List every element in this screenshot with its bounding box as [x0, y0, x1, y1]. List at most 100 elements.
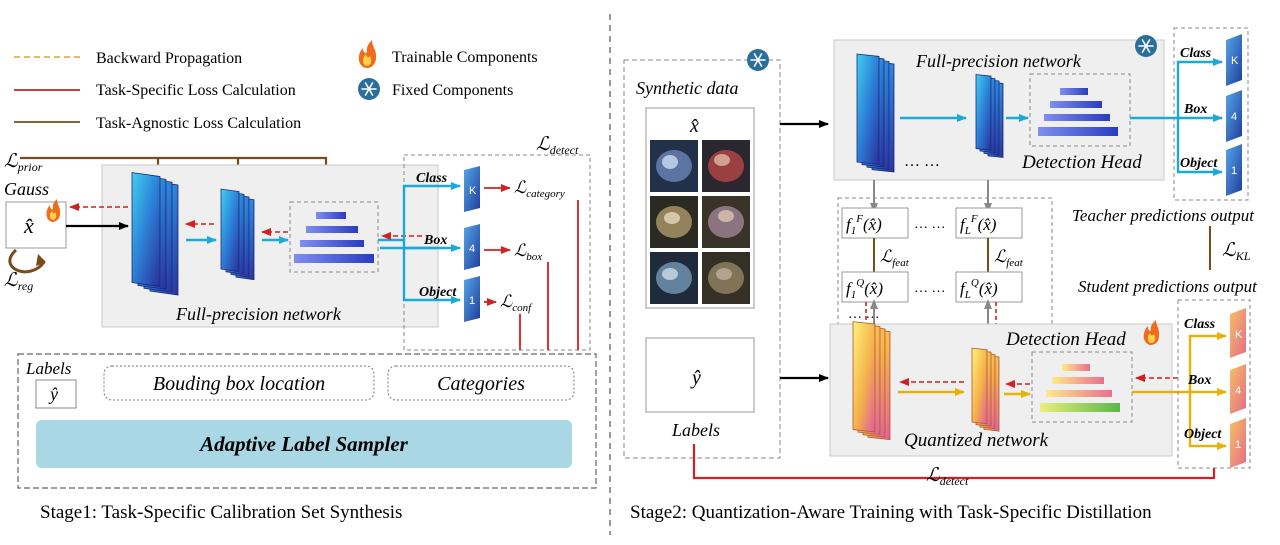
synthetic-data-label: Synthetic data [636, 78, 738, 98]
feature-f1F: f1F(x̂) [846, 213, 882, 237]
svg-text:K: K [469, 185, 477, 197]
branch-object [402, 248, 461, 304]
feature-dots-bottom: … … [914, 281, 946, 296]
stage2-data-column [623, 59, 781, 459]
stage2-detect-loss-line [692, 444, 1216, 480]
svg-text:1: 1 [1235, 439, 1241, 451]
student-conv-stack-large [852, 321, 891, 440]
stage2-loss-detect: ℒdetect [926, 465, 969, 488]
stage1-gauss-label: Gauss [4, 179, 49, 199]
svg-text:4: 4 [1231, 111, 1237, 123]
snowflake-icon [747, 49, 769, 71]
teacher-branch-class [1176, 58, 1223, 118]
teacher-head-class-label: Class [1180, 46, 1212, 61]
reg-loop-arrow [8, 248, 46, 274]
stage1-labels-y-box [35, 379, 77, 409]
feature-fLQ: fLQ(x̂) [960, 277, 998, 301]
teacher-dots: … … [904, 153, 940, 170]
stage1-badge-object: 1 [464, 276, 480, 322]
stage1-head-class-label: Class [416, 171, 448, 186]
feature-fLQ-box [955, 271, 1023, 303]
student-branch-object [1188, 392, 1227, 450]
stage1-network-label: Full-precision network [175, 304, 342, 324]
legend-backward-label: Backward Propagation [96, 50, 242, 67]
stage1: ℒprior Gauss x̂ ℒreg [4, 134, 597, 523]
stage1-conv-stack-large [131, 172, 179, 296]
bbox-location-label: Bouding box location [153, 373, 325, 395]
student-detection-head-bars [1040, 364, 1120, 412]
stage1-detection-head-box [289, 201, 379, 273]
legend-fixed-label: Fixed Components [392, 82, 513, 99]
stage1-label-panel [17, 353, 597, 489]
teacher-head-box-label: Box [1183, 102, 1207, 117]
teacher-head-object-label: Object [1180, 156, 1218, 171]
stage1-loss-detect: ℒdetect [536, 134, 579, 157]
legend-task-agnostic-label: Task-Agnostic Loss Calculation [96, 115, 301, 132]
teacher-badge-object: 1 [1226, 144, 1242, 196]
student-badge-object: 1 [1230, 418, 1246, 468]
flame-icon [46, 199, 61, 222]
student-output-label: Student predictions output [1078, 277, 1258, 296]
branch-class [402, 182, 461, 248]
stage1-conv-stack-small [220, 188, 255, 281]
svg-text:1: 1 [469, 295, 475, 307]
stage1-loss-prior: ℒprior [4, 151, 43, 174]
legend: Backward Propagation Task-Specific Loss … [14, 40, 538, 132]
loss-kl: ℒKL [1222, 240, 1251, 263]
student-detection-head-label: Detection Head [1005, 329, 1126, 350]
teacher-output-label: Teacher predictions output [1072, 206, 1255, 225]
stage1-labels-title: Labels [25, 359, 72, 378]
feature-f1F-box [841, 207, 909, 239]
flame-icon [358, 40, 377, 69]
feature-f1Q-box [841, 271, 909, 303]
adaptive-label-sampler-label: Adaptive Label Sampler [198, 432, 408, 456]
student-head-box-label: Box [1187, 373, 1211, 388]
stage1-badge-class: K [464, 166, 480, 212]
stage1-detection-head-bars [294, 212, 374, 263]
bbox-location-box [103, 365, 375, 401]
flame-icon [1143, 320, 1160, 345]
snowflake-icon [358, 78, 380, 100]
svg-text:4: 4 [1235, 385, 1241, 397]
student-detection-head-box [1031, 351, 1133, 423]
stage2-caption: Stage2: Quantization-Aware Training with… [630, 502, 1152, 523]
svg-text:K: K [1235, 329, 1243, 341]
teacher-detection-head-label: Detection Head [1021, 152, 1142, 173]
teacher-badge-class: K [1226, 34, 1242, 86]
feature-dots-top: … … [914, 217, 946, 232]
teacher-detection-head-box [1029, 73, 1131, 147]
legend-trainable-label: Trainable Components [392, 49, 538, 66]
svg-text:K: K [1231, 55, 1239, 67]
loss-feat-L: ℒfeat [994, 247, 1024, 269]
teacher-badge-box: 4 [1226, 90, 1242, 142]
student-head-class-label: Class [1184, 317, 1216, 332]
stage2-labels-label: Labels [671, 420, 720, 440]
feature-fLF: fLF(x̂) [960, 213, 997, 237]
stage1-loss-category: ℒcategory [514, 178, 565, 200]
categories-box [387, 365, 575, 401]
stage1-loss-box: ℒbox [514, 241, 542, 263]
teacher-detection-head-bars [1038, 88, 1118, 136]
synthetic-image-grid [650, 140, 750, 304]
stage1-labels-y: ŷ [48, 384, 58, 404]
stage1-loss-conf: ℒconf [500, 292, 533, 314]
stage2: Synthetic data x̂ [623, 27, 1258, 523]
categories-label: Categories [437, 373, 525, 395]
stage2-y-hat: ŷ [690, 367, 701, 389]
quantized-network-label: Quantized network [904, 430, 1049, 451]
student-conv-stack-small [971, 347, 1000, 432]
teacher-network-label: Full-precision network [915, 51, 1082, 71]
svg-text:4: 4 [469, 243, 475, 255]
stage1-x-hat: x̂ [23, 213, 34, 238]
stage1-detect-loss-box [403, 154, 591, 351]
feature-f1Q: f1Q(x̂) [846, 277, 883, 301]
stage1-head-object-label: Object [419, 285, 457, 300]
stage1-badge-box: 4 [464, 224, 480, 270]
student-branch-class [1188, 332, 1227, 392]
student-head-object-label: Object [1184, 427, 1222, 442]
svg-text:1: 1 [1231, 165, 1237, 177]
feature-dots-lower: … … [848, 307, 880, 322]
stage2-labels-box [645, 337, 755, 413]
stage1-head-box-label: Box [423, 233, 447, 248]
